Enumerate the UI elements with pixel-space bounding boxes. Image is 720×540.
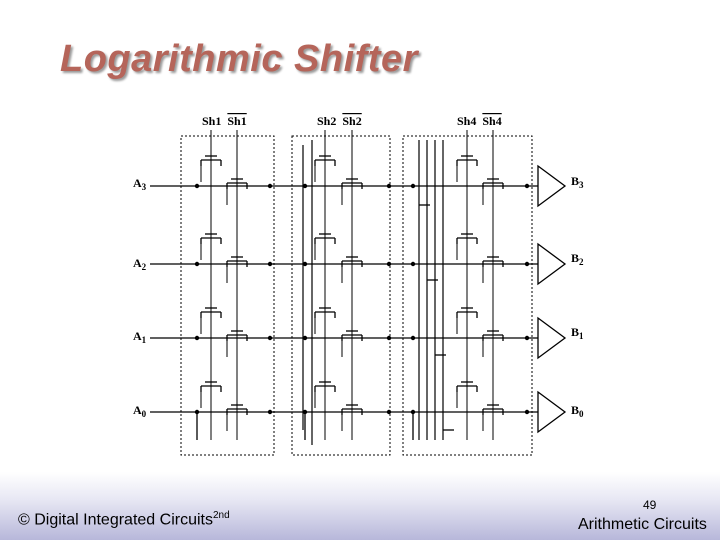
junction-dot [386, 335, 392, 341]
junction-dot [194, 261, 200, 267]
junction-dot [386, 261, 392, 267]
junction-dot [410, 183, 416, 189]
junction-dot [267, 409, 273, 415]
footer-copyright: © Digital Integrated Circuits2nd [18, 510, 230, 529]
input-label-a3: A3 [133, 176, 147, 192]
output-buffer-3 [537, 390, 567, 434]
junction-dot [410, 261, 416, 267]
junction-dot [386, 409, 392, 415]
junction-dot [267, 183, 273, 189]
junction-dot [267, 261, 273, 267]
output-label-b0: B0 [571, 403, 584, 419]
footer-band [0, 472, 720, 540]
input-label-a2: A2 [133, 256, 147, 272]
junction-dot [302, 183, 308, 189]
footer-chapter: Arithmetic Circuits [578, 516, 707, 533]
junction-dot [524, 183, 530, 189]
junction-dot [302, 261, 308, 267]
slide-title: Logarithmic Shifter [60, 38, 418, 80]
junction-dot [524, 261, 530, 267]
output-buffer-1 [537, 242, 567, 286]
logarithmic-shifter-circuit: Sh1 Sh1 Sh2 Sh2 Sh4 Sh4 A3 A2 A1 A0 B3 B… [133, 114, 584, 456]
control-label-sh4: Sh4 Sh4 [457, 114, 502, 128]
junction-dot [267, 335, 273, 341]
junction-dot [524, 335, 530, 341]
input-label-a0: A0 [133, 403, 147, 419]
output-buffer-2 [537, 316, 567, 360]
stage-box-2 [291, 135, 391, 456]
junction-dot [524, 409, 530, 415]
stage-box-1 [180, 135, 275, 456]
junction-dot [194, 183, 200, 189]
output-label-b2: B2 [571, 251, 584, 267]
page-number: 49 [643, 498, 657, 512]
junction-dot [410, 335, 416, 341]
junction-dot [194, 335, 200, 341]
output-buffer-0 [537, 164, 567, 208]
control-label-sh1: Sh1 Sh1 [202, 114, 247, 128]
output-label-b3: B3 [571, 174, 584, 190]
output-label-b1: B1 [571, 325, 584, 341]
junction-dot [386, 183, 392, 189]
control-label-sh2: Sh2 Sh2 [317, 114, 362, 128]
junction-dot [302, 335, 308, 341]
input-label-a1: A1 [133, 329, 147, 345]
